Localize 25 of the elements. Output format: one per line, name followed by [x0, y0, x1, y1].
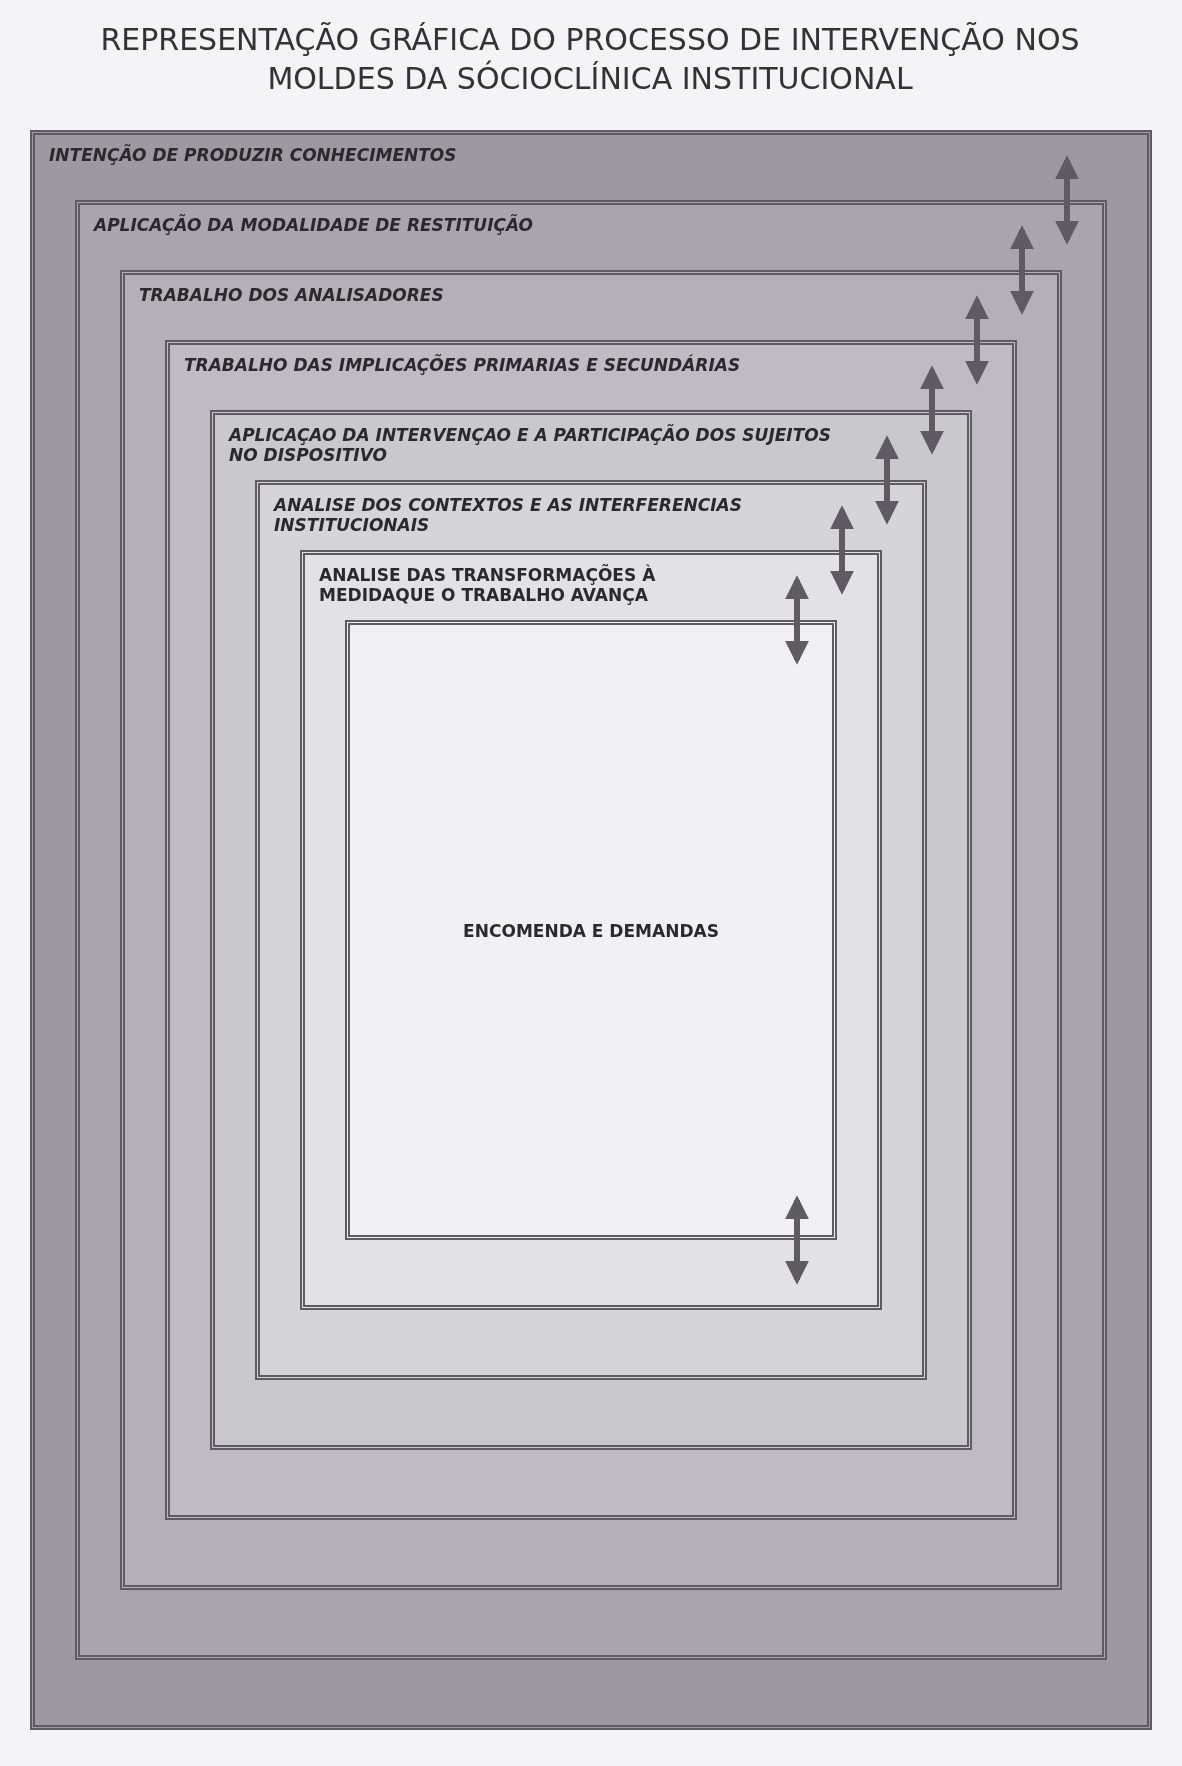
nested-frame	[255, 480, 927, 1380]
double-arrow	[830, 505, 854, 595]
double-arrow	[785, 1195, 809, 1285]
nested-frame	[210, 410, 972, 1450]
frame-label: ANALISE DOS CONTEXTOS E AS INTERFERENCIAS INSTITUCIONAIS	[274, 495, 743, 535]
frame-label: TRABALHO DAS IMPLICAÇÕES PRIMARIAS E SECUNDÁRIAS	[184, 355, 741, 375]
inner-box	[345, 620, 837, 1240]
double-arrow	[920, 365, 944, 455]
nested-frame	[120, 270, 1062, 1590]
frame-label: INTENÇÃO DE PRODUZIR CONHECIMENTOS	[49, 145, 457, 165]
frame-label: APLICAÇAO DA INTERVENÇAO E A PARTICIPAÇÃO DOS SUJEITOS NO DISPOSITIVO	[229, 425, 832, 465]
nested-frame	[300, 550, 882, 1310]
frame-label: TRABALHO DOS ANALISADORES	[139, 285, 444, 305]
nested-frame	[30, 130, 1152, 1730]
nested-frame	[165, 340, 1017, 1520]
frame-label: ENCOMENDA E DEMANDAS	[462, 921, 720, 941]
double-arrow	[1055, 155, 1079, 245]
nested-frame	[75, 200, 1107, 1660]
double-arrow	[965, 295, 989, 385]
diagram-title: REPRESENTAÇÃO GRÁFICA DO PROCESSO DE INTERVENÇÃO NOS MOLDES DA SÓCIOCLÍNICA INSTITUCIONAL	[99, 21, 1081, 98]
frame-label: ANALISE DAS TRANSFORMAÇÕES À MEDIDAQUE O TRABALHO AVANÇA	[319, 565, 657, 605]
double-arrow	[1010, 225, 1034, 315]
double-arrow	[875, 435, 899, 525]
double-arrow	[785, 575, 809, 665]
frame-label: APLICAÇÃO DA MODALIDADE DE RESTITUIÇÃO	[94, 215, 534, 235]
